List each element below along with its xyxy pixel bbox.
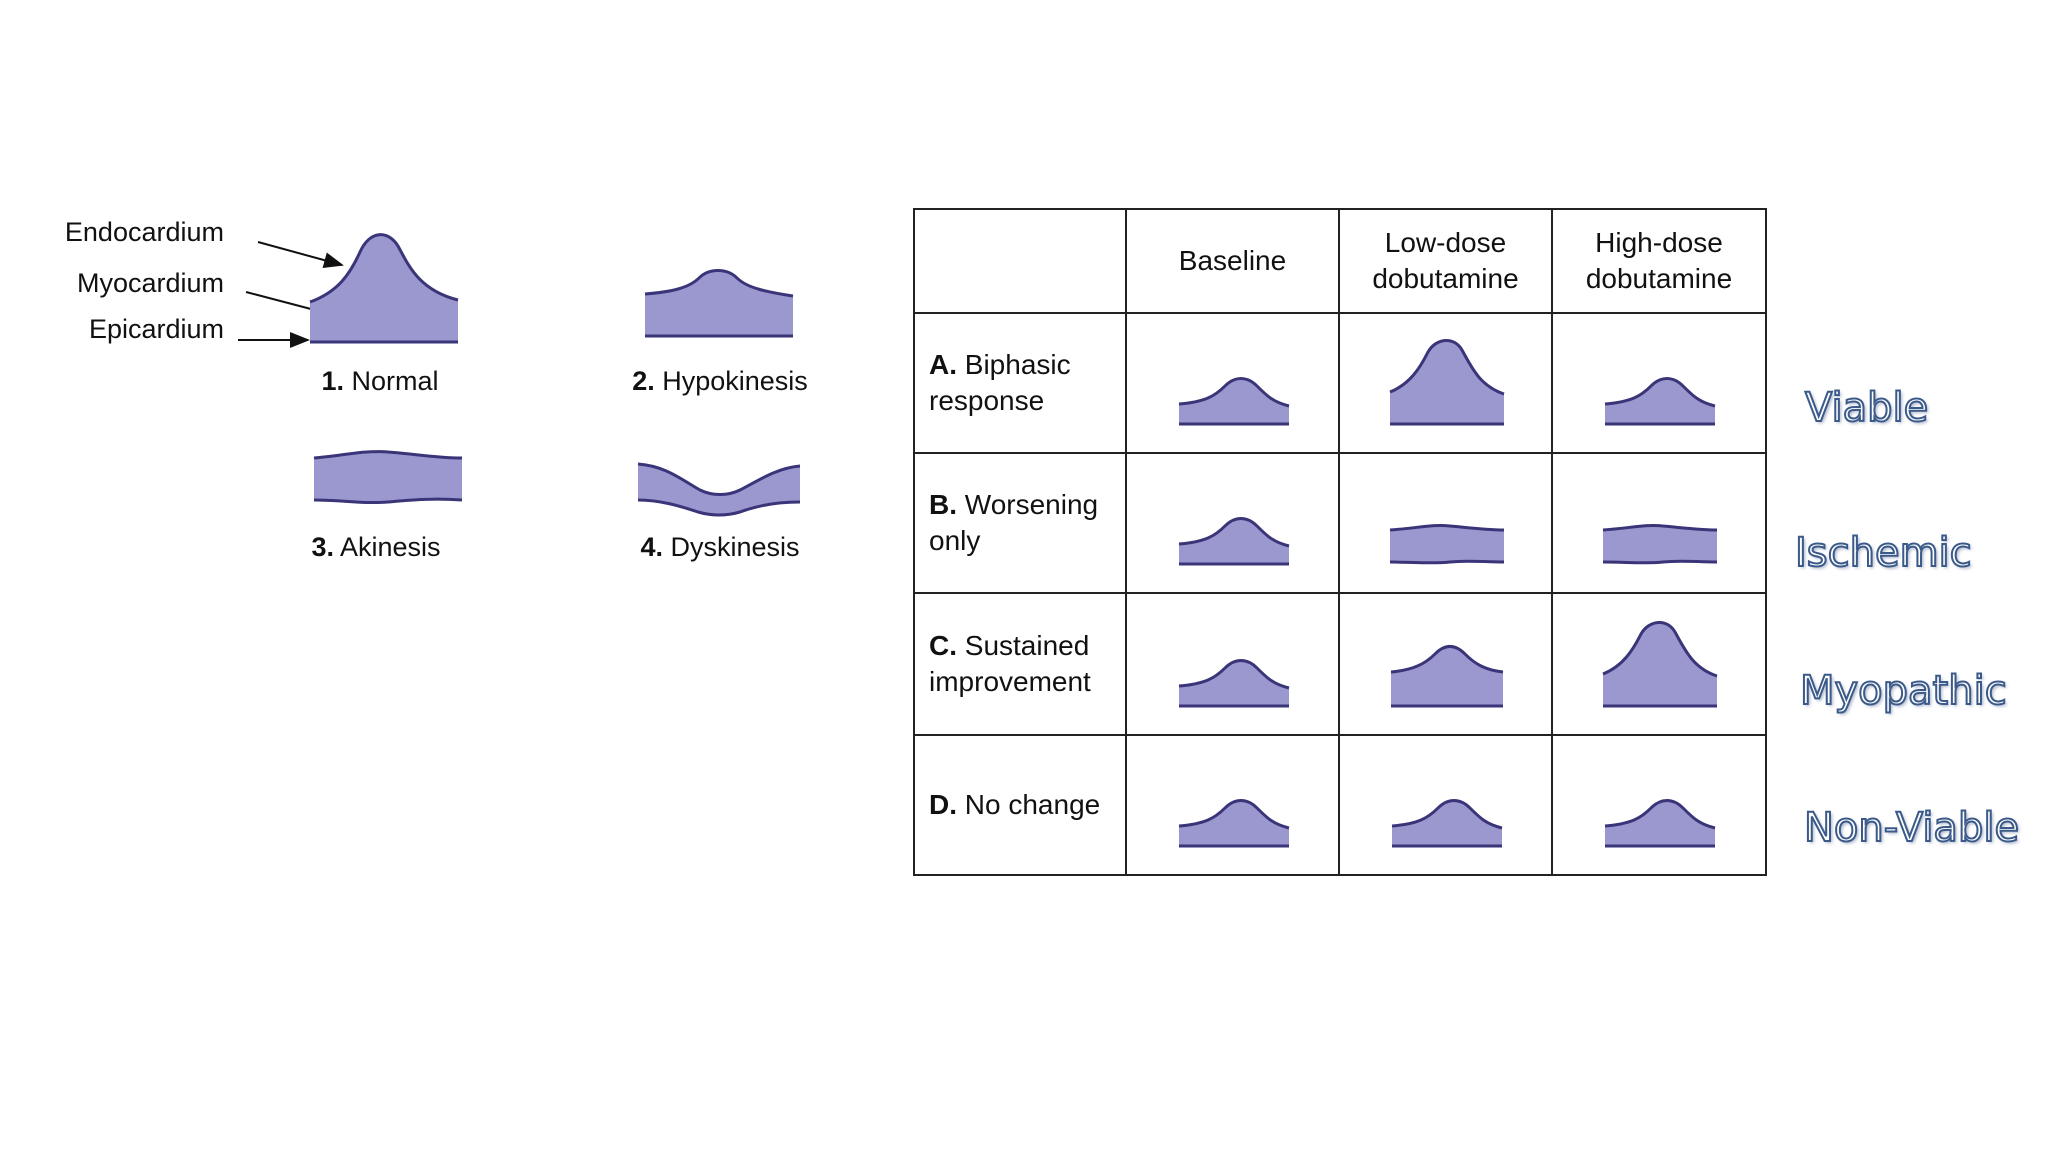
col-header-baseline: Baseline bbox=[1125, 208, 1340, 314]
table-cell bbox=[1551, 452, 1767, 594]
col-header-low-dose: Low-dose dobutamine bbox=[1338, 208, 1553, 314]
table-row: C. Sustained improvement bbox=[913, 592, 1767, 736]
akinesis-icon bbox=[313, 450, 463, 505]
table-cell bbox=[1551, 592, 1767, 736]
hypokinesis-caption: 2. Hypokinesis bbox=[632, 366, 808, 396]
hypokinesis-wall-icon bbox=[1178, 517, 1289, 566]
table-cell bbox=[1338, 592, 1553, 736]
hypokinesis-wall-icon bbox=[1178, 799, 1289, 848]
verdict-viable: Viable bbox=[1804, 384, 1929, 432]
table-row: D. No change bbox=[913, 734, 1767, 876]
table-cell bbox=[1338, 312, 1553, 454]
dyskinesis-icon bbox=[637, 462, 801, 517]
hypokinesis-icon bbox=[644, 269, 794, 338]
mild-wall-icon bbox=[1390, 645, 1503, 708]
akinesis-wall-icon bbox=[1389, 524, 1504, 565]
myocardium-label: Myocardium bbox=[76, 268, 224, 298]
akinesis-wall-icon bbox=[1602, 524, 1717, 565]
table-cell bbox=[1125, 312, 1340, 454]
endocardium-arrow bbox=[257, 241, 344, 268]
table-cell bbox=[1125, 452, 1340, 594]
normal-wall-motion-icon bbox=[309, 233, 459, 344]
table-cell bbox=[1125, 734, 1340, 876]
verdict-ischemic: Ischemic bbox=[1794, 529, 1973, 577]
table-cell bbox=[1338, 452, 1553, 594]
hypokinesis-wall-icon bbox=[1604, 377, 1715, 426]
row-header-worsening: B. Worsening only bbox=[913, 452, 1127, 594]
hypokinesis-wall-icon bbox=[1178, 377, 1289, 426]
corner-cell bbox=[913, 208, 1127, 314]
table-cell bbox=[1338, 734, 1553, 876]
row-header-no-change: D. No change bbox=[913, 734, 1127, 876]
dobutamine-response-table: Baseline Low-dose dobutamine High-dose d… bbox=[913, 208, 1767, 876]
verdict-non-viable: Non-Viable bbox=[1803, 804, 2020, 852]
table-header-row: Baseline Low-dose dobutamine High-dose d… bbox=[913, 208, 1767, 314]
table-row: A. Biphasic response bbox=[913, 312, 1767, 454]
normal-wall-icon bbox=[1601, 621, 1717, 708]
row-header-sustained: C. Sustained improvement bbox=[913, 592, 1127, 736]
verdict-myopathic: Myopathic bbox=[1799, 667, 2008, 715]
hypokinesis-wall-icon bbox=[1178, 659, 1289, 708]
epicardium-label: Epicardium bbox=[88, 314, 224, 344]
table-cell bbox=[1551, 312, 1767, 454]
table-row: B. Worsening only bbox=[913, 452, 1767, 594]
normal-wall-icon bbox=[1388, 339, 1504, 426]
endocardium-label: Endocardium bbox=[64, 217, 224, 247]
hypokinesis-wall-icon bbox=[1391, 799, 1502, 848]
col-header-high-dose: High-dose dobutamine bbox=[1551, 208, 1767, 314]
akinesis-caption: 3. Akinesis bbox=[311, 532, 441, 562]
dyskinesis-caption: 4. Dyskinesis bbox=[640, 532, 800, 562]
table-cell bbox=[1125, 592, 1340, 736]
table-cell bbox=[1551, 734, 1767, 876]
row-header-biphasic: A. Biphasic response bbox=[913, 312, 1127, 454]
hypokinesis-wall-icon bbox=[1604, 799, 1715, 848]
normal-caption: 1. Normal bbox=[321, 366, 439, 396]
